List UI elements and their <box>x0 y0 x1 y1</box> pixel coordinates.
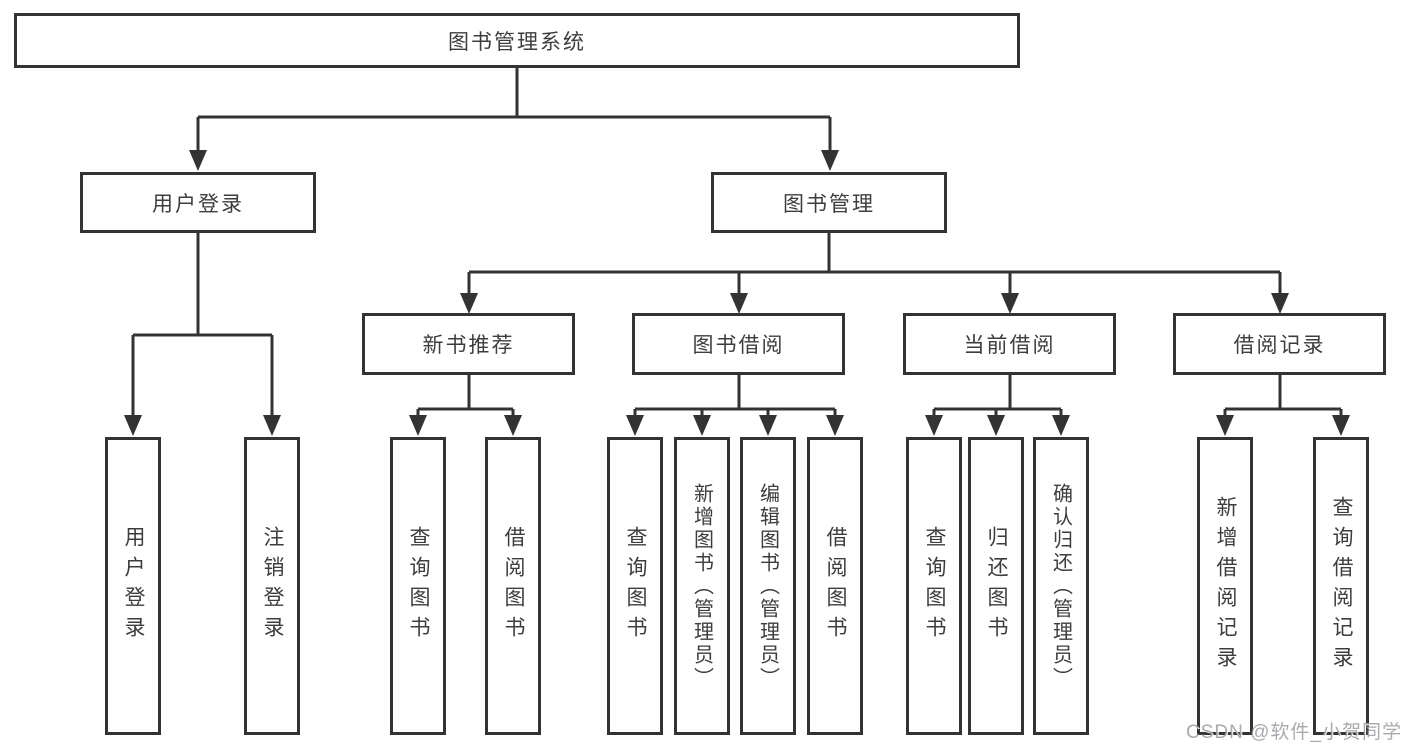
arrowhead-icon <box>821 150 839 171</box>
leaf-query-books-current: 查询图书 <box>906 437 962 735</box>
leaf-label: 用户登录 <box>122 526 145 646</box>
connector-recommend-to-leaves <box>416 375 515 417</box>
leaf-label: 借阅图书 <box>502 526 525 646</box>
connector-current-to-leaves <box>932 375 1063 417</box>
leaf-user-login: 用户登录 <box>105 437 161 735</box>
node-current-borrowing: 当前借阅 <box>903 313 1116 375</box>
leaf-label: 查询图书 <box>624 526 647 646</box>
leaf-label: 查询借阅记录 <box>1330 496 1353 676</box>
leaf-label: 确认归还（管理员） <box>1049 482 1072 690</box>
arrowhead-icon <box>759 415 777 436</box>
node-book-management: 图书管理 <box>711 172 947 233</box>
arrowhead-icon <box>460 293 478 314</box>
arrowhead-icon <box>504 415 522 436</box>
leaf-query-borrow-record: 查询借阅记录 <box>1313 437 1369 735</box>
node-label: 新书推荐 <box>422 334 515 357</box>
node-library-system: 图书管理系统 <box>14 13 1020 68</box>
node-label: 图书管理 <box>783 192 875 216</box>
arrowhead-icon <box>1001 293 1019 314</box>
connector-root-to-level2 <box>196 68 832 152</box>
node-book-borrowing: 图书借阅 <box>632 313 845 375</box>
connector-records-to-leaves <box>1223 375 1343 417</box>
leaf-confirm-return-admin: 确认归还（管理员） <box>1033 437 1089 735</box>
arrowhead-icon <box>1052 415 1070 436</box>
leaf-query-books-borrowing: 查询图书 <box>607 437 663 735</box>
arrowhead-icon <box>1332 415 1350 436</box>
leaf-query-books-recommend: 查询图书 <box>390 437 446 735</box>
leaf-label: 新增图书（管理员） <box>690 482 713 690</box>
node-label: 用户登录 <box>152 192 244 216</box>
leaf-label: 查询图书 <box>407 526 430 646</box>
node-label: 借阅记录 <box>1233 334 1326 357</box>
csdn-watermark: CSDN @软件_小贺同学 <box>1186 722 1402 743</box>
leaf-return-books: 归还图书 <box>968 437 1024 735</box>
node-label: 当前借阅 <box>963 334 1056 357</box>
connector-borrowing-to-leaves <box>633 375 837 417</box>
leaf-label: 新增借阅记录 <box>1214 496 1237 676</box>
arrowhead-icon <box>409 415 427 436</box>
leaf-label: 归还图书 <box>985 526 1008 646</box>
leaf-borrow-books: 借阅图书 <box>807 437 863 735</box>
leaf-add-borrow-record: 新增借阅记录 <box>1197 437 1253 735</box>
arrowhead-icon <box>693 415 711 436</box>
arrowhead-icon <box>925 415 943 436</box>
arrowhead-icon <box>124 415 142 436</box>
arrowhead-icon <box>987 415 1005 436</box>
leaf-borrow-books-recommend: 借阅图书 <box>485 437 541 735</box>
leaf-logout: 注销登录 <box>244 437 300 735</box>
node-label: 图书管理系统 <box>448 30 586 54</box>
arrowhead-icon <box>1216 415 1234 436</box>
node-user-login: 用户登录 <box>80 172 316 233</box>
arrowhead-icon <box>730 293 748 314</box>
arrowhead-icon <box>826 415 844 436</box>
node-label: 图书借阅 <box>692 334 785 357</box>
arrowheads <box>124 150 1350 436</box>
arrowhead-icon <box>626 415 644 436</box>
leaf-label: 编辑图书（管理员） <box>756 482 779 690</box>
leaf-add-books-admin: 新增图书（管理员） <box>674 437 730 735</box>
connector-userlogin-to-leaves <box>131 233 274 417</box>
node-new-book-recommend: 新书推荐 <box>362 313 575 375</box>
leaf-label: 注销登录 <box>261 526 284 646</box>
arrowhead-icon <box>1271 293 1289 314</box>
leaf-label: 查询图书 <box>923 526 946 646</box>
node-borrowing-records: 借阅记录 <box>1173 313 1386 375</box>
arrowhead-icon <box>263 415 281 436</box>
connector-bookmgmt-to-level3 <box>467 233 1282 295</box>
arrowhead-icon <box>189 150 207 171</box>
leaf-edit-books-admin: 编辑图书（管理员） <box>740 437 796 735</box>
leaf-label: 借阅图书 <box>824 526 847 646</box>
